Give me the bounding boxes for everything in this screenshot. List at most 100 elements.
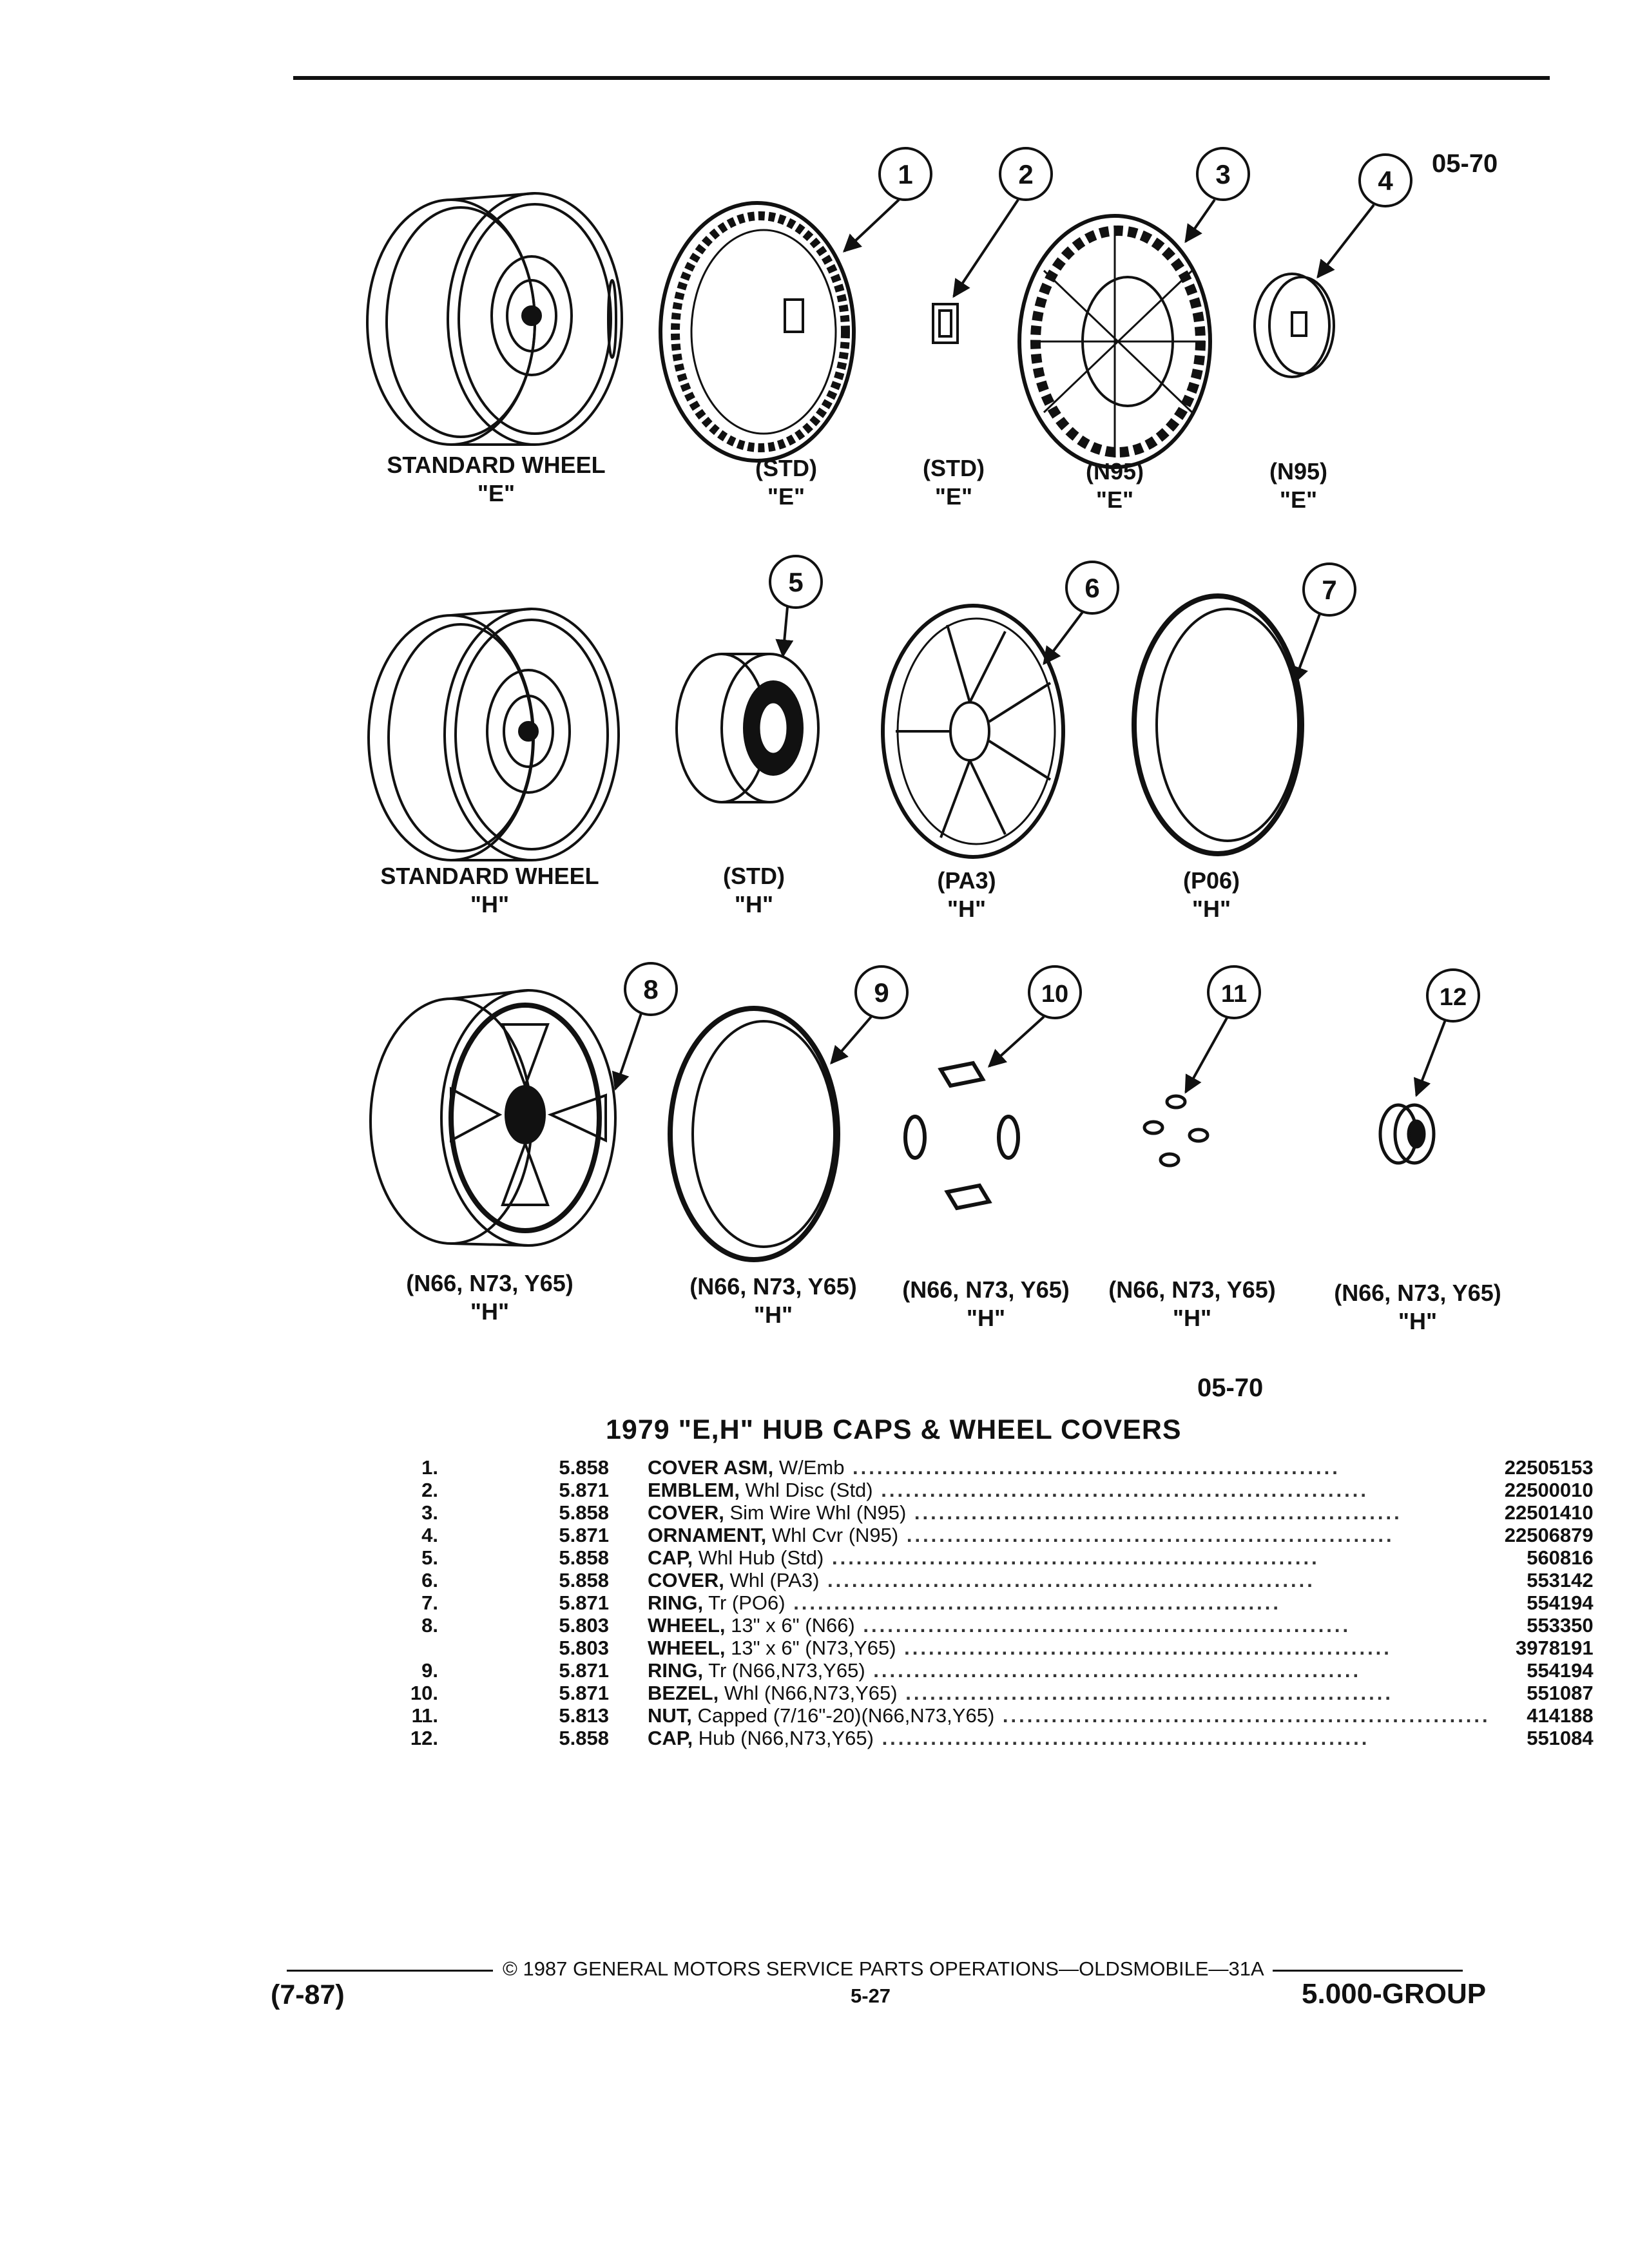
item-number [387, 1637, 438, 1659]
part-name: COVER, [648, 1569, 724, 1591]
part-description: RING, Tr (N66,N73,Y65) .................… [648, 1659, 1490, 1682]
part-description: COVER, Whl (PA3) .......................… [648, 1569, 1490, 1591]
part-detail: Whl (N66,N73,Y65) [718, 1682, 898, 1704]
caption-h-1: STANDARD WHEEL"H" [380, 863, 599, 918]
part-name: WHEEL, [648, 1637, 726, 1659]
callouts [612, 147, 1480, 1097]
item-number: 6. [421, 1569, 438, 1591]
caption-h-3: (PA3)"H" [937, 867, 996, 922]
group-number: 5.858 [559, 1569, 609, 1591]
part-name: CAP, [648, 1546, 693, 1569]
part-description: NUT, Capped (7/16"-20)(N66,N73,Y65) ....… [648, 1704, 1490, 1727]
ref-code-bottom: 05-70 [1197, 1374, 1264, 1402]
standard-wheel-h-drawing [367, 608, 620, 861]
footer-page-number: 5-27 [851, 1984, 891, 2007]
item-5-hub-cap-drawing [675, 653, 820, 803]
part-name: CAP, [648, 1727, 693, 1749]
part-name: EMBLEM, [648, 1479, 740, 1501]
item-number: 10. [410, 1682, 438, 1704]
part-description: COVER, Sim Wire Whl (N95) ..............… [648, 1501, 1490, 1524]
leader-dots: ........................................… [865, 1659, 1362, 1682]
group-number: 5.858 [559, 1727, 609, 1749]
caption-e-1: STANDARD WHEEL"E" [387, 452, 606, 506]
parts-row: 9. 5.871 RING, Tr (N66,N73,Y65) ..........… [387, 1659, 1594, 1682]
top-rule [293, 76, 1550, 80]
item-number: 4. [421, 1524, 438, 1546]
parts-row: 5.803 WHEEL, 13" x 6" (N73,Y65) .........… [387, 1637, 1594, 1659]
group-number: 5.871 [559, 1524, 609, 1546]
group-number: 5.871 [559, 1591, 609, 1614]
leader-dots: ........................................… [785, 1591, 1281, 1614]
item-6-wheel-cover-drawing [881, 604, 1065, 859]
ref-code-top: 05-70 [1432, 149, 1498, 178]
part-detail: Hub (N66,N73,Y65) [693, 1727, 874, 1749]
part-detail: Capped (7/16"-20)(N66,N73,Y65) [691, 1704, 995, 1727]
part-name: COVER ASM, [648, 1456, 774, 1479]
leader-dots: ........................................… [898, 1524, 1394, 1546]
part-detail: Whl (PA3) [724, 1569, 820, 1591]
part-description: EMBLEM, Whl Disc (Std) .................… [648, 1479, 1490, 1501]
part-detail: Tr (N66,N73,Y65) [703, 1659, 865, 1682]
parts-row: 5. 5.858 CAP, Whl Hub (Std) ..............… [387, 1546, 1594, 1569]
part-description: BEZEL, Whl (N66,N73,Y65) ...............… [648, 1682, 1490, 1704]
group-number: 5.871 [559, 1659, 609, 1682]
item-number: 5. [421, 1546, 438, 1569]
callout-12: 12 [1440, 984, 1467, 1011]
parts-row: 4. 5.871 ORNAMENT, Whl Cvr (N95) .........… [387, 1524, 1594, 1546]
part-description: WHEEL, 13" x 6" (N73,Y65) ..............… [648, 1637, 1490, 1659]
leader-dots: ........................................… [897, 1682, 1394, 1704]
parts-row: 6. 5.858 COVER, Whl (PA3) ................… [387, 1569, 1594, 1591]
part-number: 554194 [1527, 1591, 1594, 1614]
item-7-trim-ring-drawing [1132, 593, 1304, 856]
caption-e-5: (N95)"E" [1269, 458, 1328, 513]
caption-e-3: (STD)"E" [923, 455, 985, 510]
item-3-wire-cover-drawing [1017, 214, 1212, 469]
item-2-emblem-drawing [932, 303, 959, 344]
part-detail: Sim Wire Whl (N95) [724, 1501, 907, 1524]
part-detail: Whl Cvr (N95) [766, 1524, 899, 1546]
item-1-cover-drawing [659, 201, 856, 463]
item-12-hub-cap-drawing [1378, 1103, 1436, 1165]
callout-9: 9 [874, 977, 889, 1008]
part-detail: W/Emb [773, 1456, 845, 1479]
part-name: ORNAMENT, [648, 1524, 767, 1546]
footer-copyright: © 1987 GENERAL MOTORS SERVICE PARTS OPER… [503, 1957, 1264, 1980]
item-8-wheel-drawing [369, 989, 617, 1247]
part-description: COVER ASM, W/Emb .......................… [648, 1456, 1490, 1479]
caption-e-2: (STD)"E" [755, 455, 817, 510]
part-detail: Whl Disc (Std) [739, 1479, 873, 1501]
part-number: 551087 [1527, 1682, 1594, 1704]
part-number: 3978191 [1515, 1637, 1594, 1659]
part-detail: Whl Hub (Std) [693, 1546, 824, 1569]
footer-rule-right [1273, 1970, 1463, 1972]
callout-7: 7 [1322, 575, 1336, 605]
part-description: CAP, Whl Hub (Std) .....................… [648, 1546, 1490, 1569]
item-9-trim-ring-drawing [668, 1006, 840, 1262]
item-number: 3. [421, 1501, 438, 1524]
part-number: 22505153 [1504, 1456, 1594, 1479]
callout-10: 10 [1041, 981, 1068, 1008]
part-detail: Tr (PO6) [703, 1591, 786, 1614]
callout-5: 5 [788, 567, 803, 597]
group-number: 5.858 [559, 1546, 609, 1569]
part-number: 560816 [1527, 1546, 1594, 1569]
leader-dots: ........................................… [854, 1614, 1351, 1637]
item-number: 1. [421, 1456, 438, 1479]
leader-dots: ........................................… [819, 1569, 1315, 1591]
leader-dots: ........................................… [873, 1727, 1370, 1749]
group-number: 5.803 [559, 1637, 609, 1659]
part-number: 22501410 [1504, 1501, 1594, 1524]
item-number: 9. [421, 1659, 438, 1682]
item-10-bezels-drawing [903, 1061, 1020, 1211]
part-number: 414188 [1527, 1704, 1594, 1727]
part-description: CAP, Hub (N66,N73,Y65) .................… [648, 1727, 1490, 1749]
item-11-nuts-drawing [1142, 1094, 1210, 1168]
caption-p-2: (N66, N73, Y65)"H" [689, 1273, 857, 1328]
